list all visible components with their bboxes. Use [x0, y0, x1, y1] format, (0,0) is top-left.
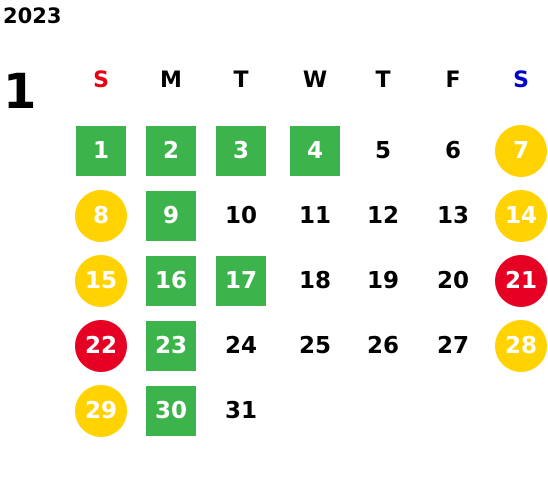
day-cell-5[interactable]: 5 — [374, 138, 391, 164]
day-cell-27[interactable]: 27 — [436, 333, 469, 359]
day-cell-28[interactable]: 28 — [495, 320, 547, 372]
weekday-header-6: S — [513, 68, 529, 93]
day-cell-23[interactable]: 23 — [146, 321, 196, 371]
day-cell-14[interactable]: 14 — [495, 190, 547, 242]
day-cell-15[interactable]: 15 — [75, 255, 127, 307]
day-cell-7[interactable]: 7 — [495, 125, 547, 177]
weekday-header-0: S — [93, 68, 109, 93]
day-cell-18[interactable]: 18 — [298, 268, 331, 294]
day-cell-30[interactable]: 30 — [146, 386, 196, 436]
day-cell-8[interactable]: 8 — [75, 190, 127, 242]
day-cell-19[interactable]: 19 — [366, 268, 399, 294]
day-cell-3[interactable]: 3 — [216, 126, 266, 176]
day-cell-20[interactable]: 20 — [436, 268, 469, 294]
day-cell-11[interactable]: 11 — [298, 203, 331, 229]
day-cell-1[interactable]: 1 — [76, 126, 126, 176]
year-label: 2023 — [3, 4, 62, 28]
day-cell-29[interactable]: 29 — [75, 385, 127, 437]
month-label: 1 — [3, 64, 37, 120]
weekday-header-4: T — [375, 68, 391, 93]
day-cell-26[interactable]: 26 — [366, 333, 399, 359]
day-cell-25[interactable]: 25 — [298, 333, 331, 359]
weekday-header-5: F — [445, 68, 461, 93]
day-cell-10[interactable]: 10 — [224, 203, 257, 229]
day-cell-24[interactable]: 24 — [224, 333, 257, 359]
day-cell-2[interactable]: 2 — [146, 126, 196, 176]
day-cell-6[interactable]: 6 — [444, 138, 461, 164]
weekday-header-2: T — [233, 68, 249, 93]
day-cell-13[interactable]: 13 — [436, 203, 469, 229]
day-cell-17[interactable]: 17 — [216, 256, 266, 306]
day-cell-16[interactable]: 16 — [146, 256, 196, 306]
day-cell-9[interactable]: 9 — [146, 191, 196, 241]
weekday-header-3: W — [302, 68, 328, 93]
day-cell-4[interactable]: 4 — [290, 126, 340, 176]
day-cell-21[interactable]: 21 — [495, 255, 547, 307]
day-cell-22[interactable]: 22 — [75, 320, 127, 372]
day-cell-12[interactable]: 12 — [366, 203, 399, 229]
weekday-header-1: M — [160, 68, 182, 93]
day-cell-31[interactable]: 31 — [224, 398, 257, 424]
